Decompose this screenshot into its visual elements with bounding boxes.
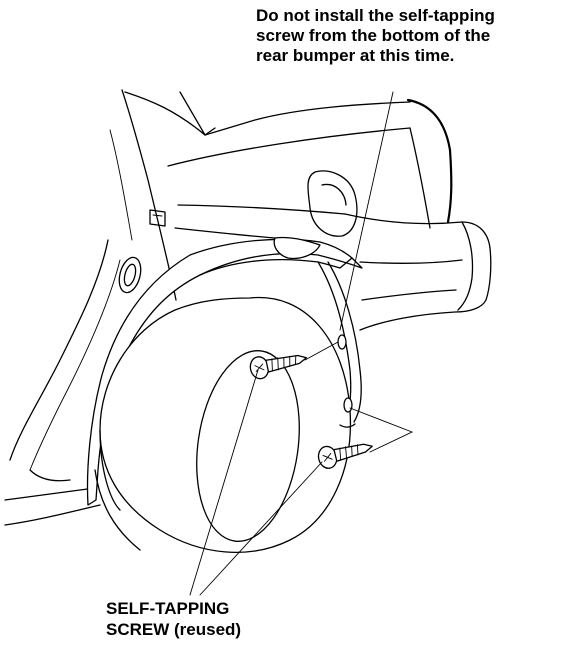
installation-note: Do not install the self-tapping screw fr… — [256, 6, 578, 66]
self-tapping-screw-upper — [249, 354, 308, 380]
leader-lines — [189, 91, 414, 596]
note-line-3: rear bumper at this time. — [256, 46, 455, 65]
self-tapping-screw-lower — [317, 443, 373, 469]
note-line-2: screw from the bottom of the — [256, 26, 491, 45]
door-edge — [4, 89, 177, 526]
body-panel — [124, 91, 453, 241]
screw-label-line-1: SELF-TAPPING — [106, 599, 230, 618]
screw-label-line-2: SCREW (reused) — [106, 620, 242, 639]
rear-bumper — [344, 213, 492, 331]
screw-label: SELF-TAPPING SCREW (reused) — [106, 598, 306, 640]
note-line-1: Do not install the self-tapping — [256, 6, 495, 25]
screw-holes — [337, 334, 356, 428]
